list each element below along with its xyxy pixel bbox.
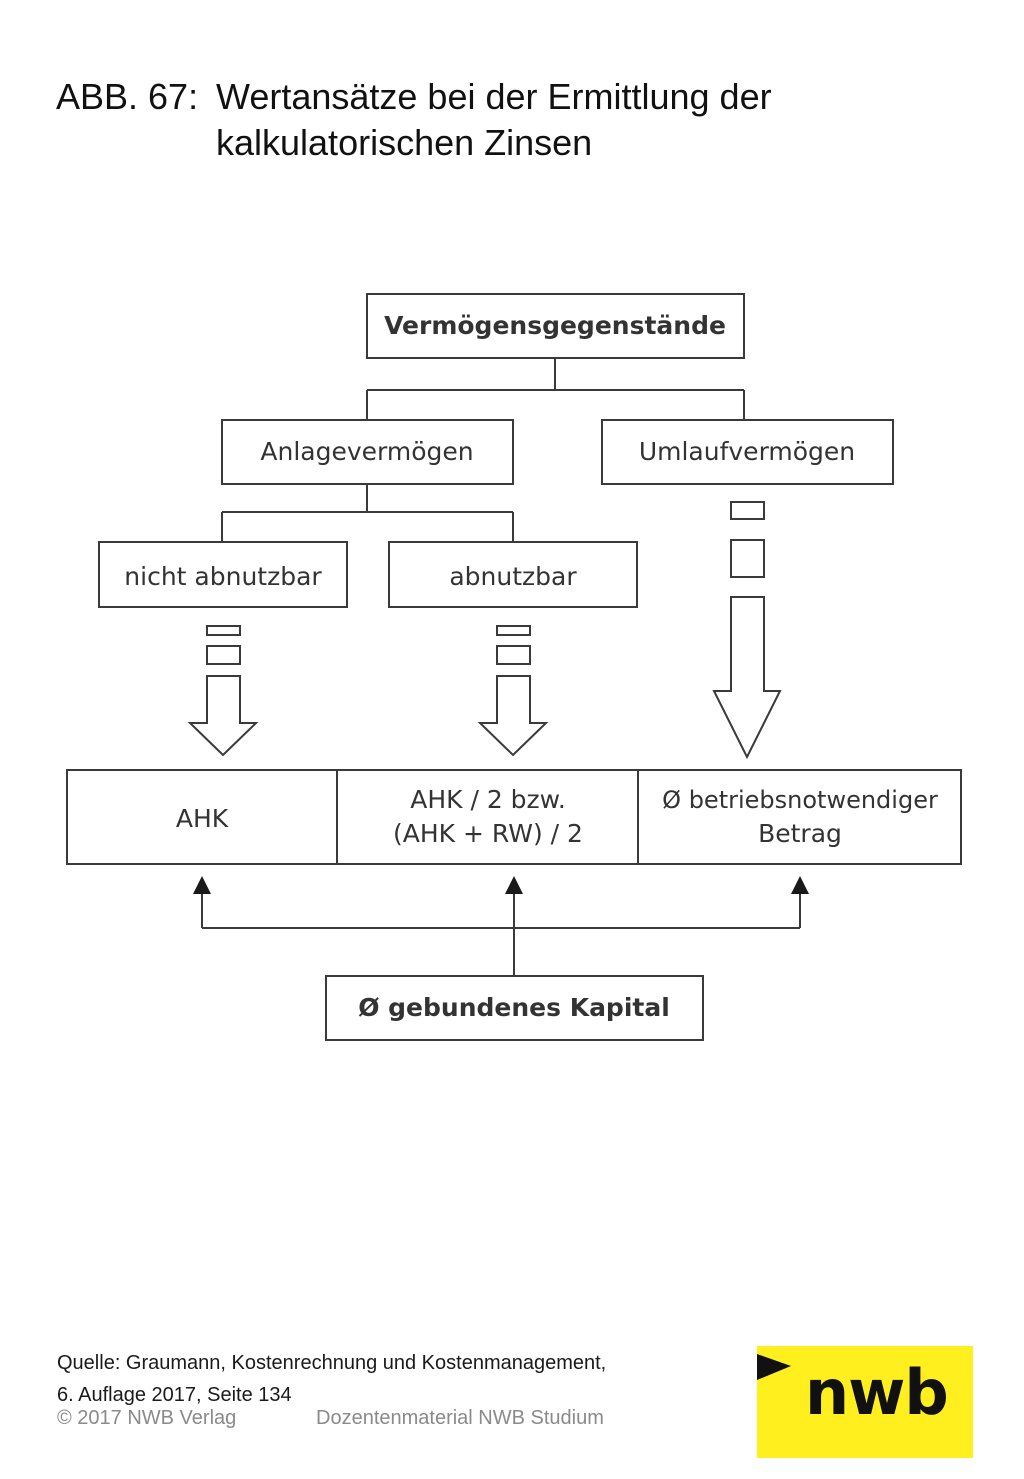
connector-root xyxy=(366,358,745,420)
result-betrag-line1: Ø betriebsnotwendiger xyxy=(662,786,938,814)
nicht-abnutzbar-box xyxy=(98,541,348,608)
kapital-box xyxy=(325,975,704,1041)
abnutzbar-label: abnutzbar xyxy=(449,562,577,591)
anlage-label: Anlagevermögen xyxy=(260,437,473,466)
umlauf-box xyxy=(601,419,894,485)
result-ahk2-line2: (AHK + RW) / 2 xyxy=(393,819,583,848)
arrow-abnutzbar xyxy=(477,625,549,757)
footer-copyright: © 2017 NWB Verlag xyxy=(57,1407,237,1429)
figure-title: ABB. 67: Wertansätze bei der Ermittlung … xyxy=(56,74,772,166)
footer-material: Dozentenmaterial NWB Studium xyxy=(316,1407,604,1429)
arrowhead-betrag xyxy=(791,876,809,894)
connector-kapital xyxy=(201,893,801,976)
connector-anlage xyxy=(221,484,514,542)
nwb-logo: nwb xyxy=(757,1346,973,1458)
title-line-2: kalkulatorischen Zinsen xyxy=(216,122,593,163)
logo-text: nwb xyxy=(805,1356,949,1429)
abnutzbar-box xyxy=(388,541,638,608)
title-line-1: Wertansätze bei der Ermittlung der xyxy=(216,76,772,117)
kapital-label: Ø gebundenes Kapital xyxy=(358,993,670,1022)
logo-play-icon xyxy=(757,1354,791,1380)
result-betrag-line2: Betrag xyxy=(758,819,842,848)
figure-number: ABB. 67: xyxy=(56,76,199,117)
result-table xyxy=(66,769,962,865)
arrowhead-ahk xyxy=(193,876,211,894)
root-label: Vermögensgegenstände xyxy=(384,311,726,340)
valuation-diagram: Vermögensgegenstände Anlagevermögen Umla… xyxy=(66,293,962,1041)
arrow-umlauf xyxy=(712,501,782,760)
arrowhead-ahk2 xyxy=(505,876,523,894)
nicht-abnutzbar-label: nicht abnutzbar xyxy=(124,562,322,591)
arrow-nicht-abnutzbar xyxy=(187,625,259,757)
umlauf-label: Umlaufvermögen xyxy=(639,437,855,466)
source-line-1: Quelle: Graumann, Kostenrechnung und Kos… xyxy=(57,1352,607,1374)
result-ahk2-line1: AHK / 2 bzw. xyxy=(410,785,566,814)
source-line-2: 6. Auflage 2017, Seite 134 xyxy=(57,1384,292,1406)
result-ahk: AHK xyxy=(176,804,229,833)
